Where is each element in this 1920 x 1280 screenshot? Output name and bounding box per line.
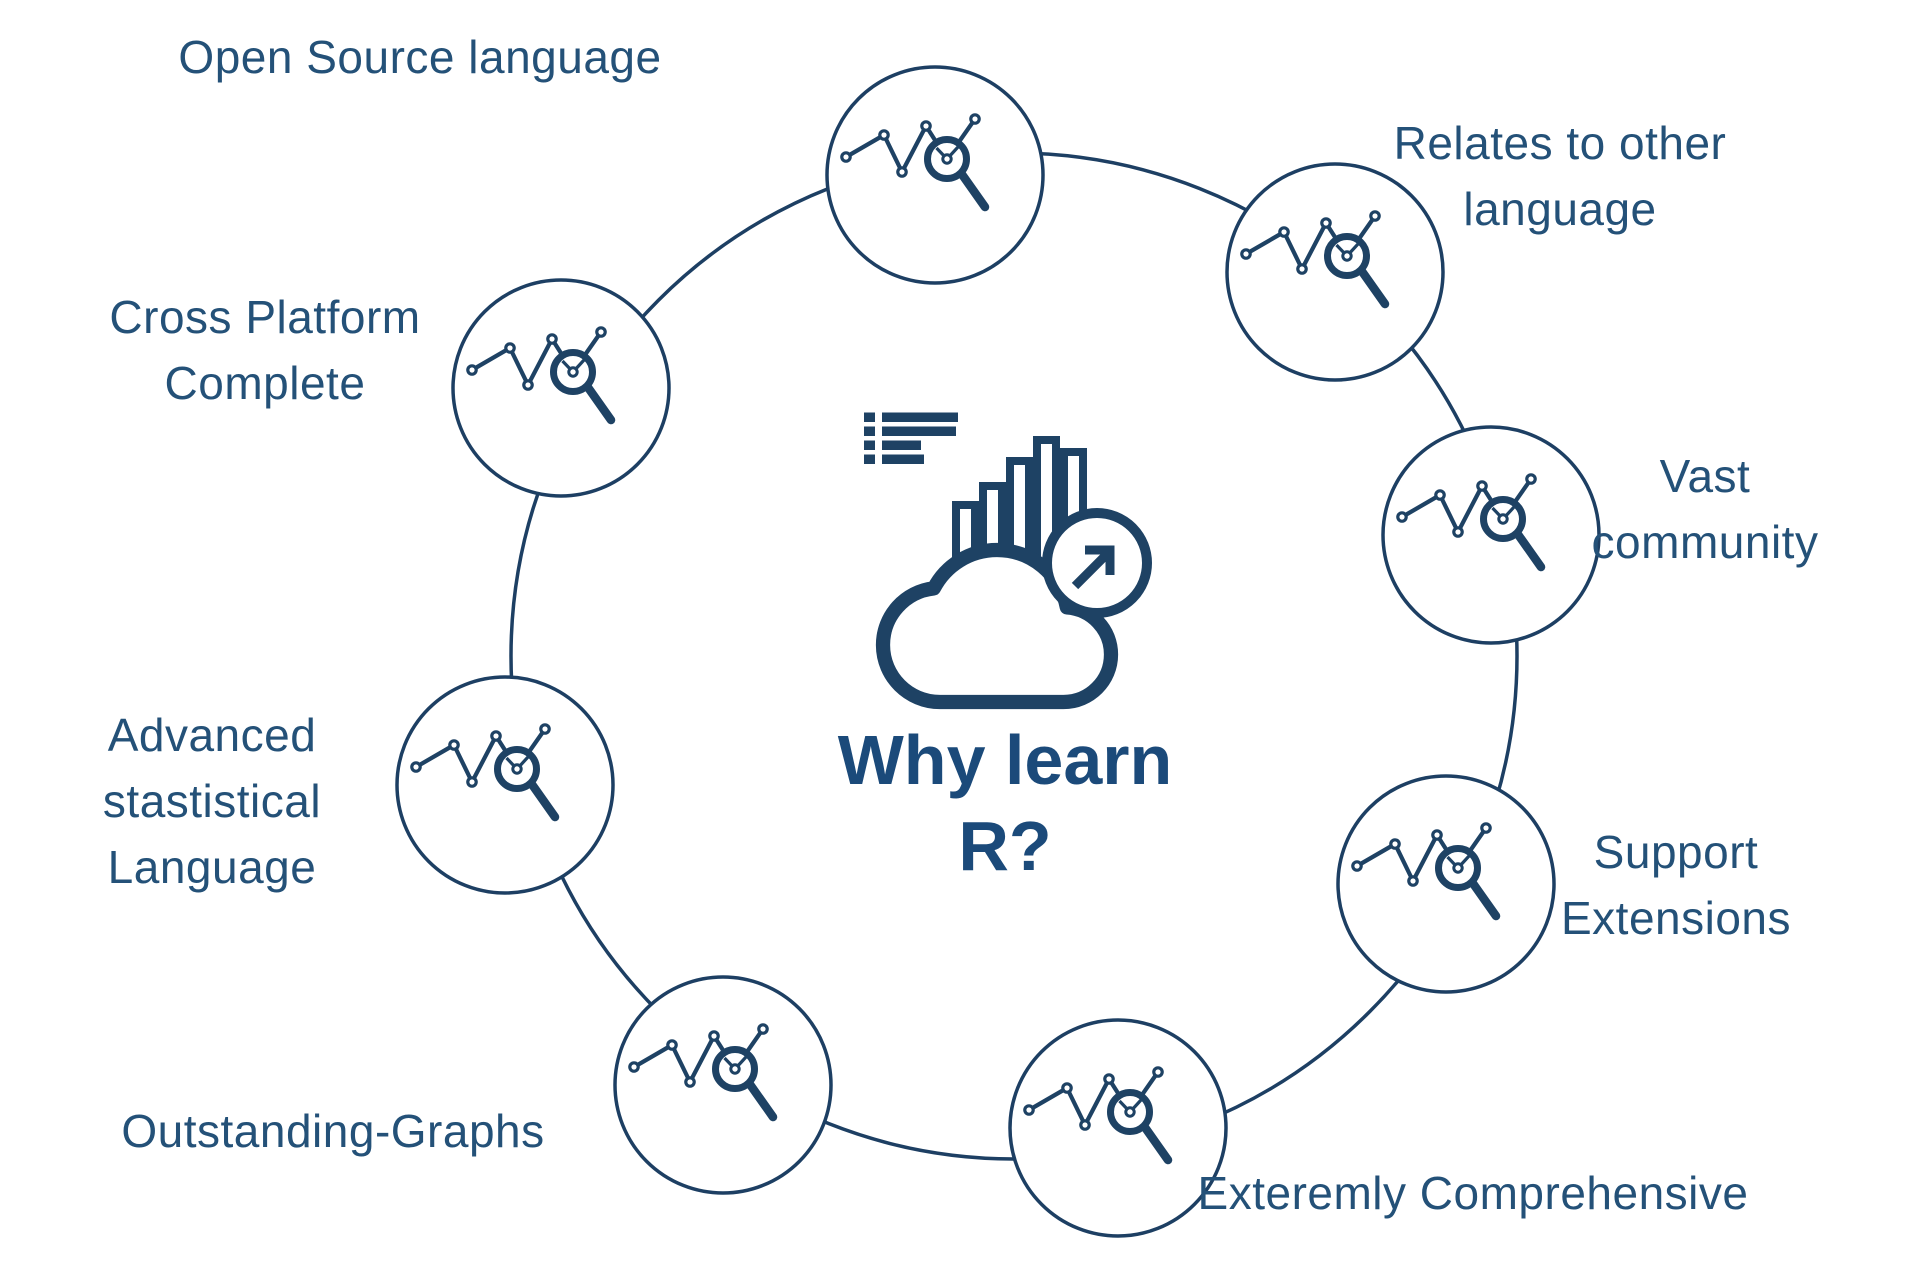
node-outstanding-graphs [613, 975, 833, 1195]
label-line: Support [1593, 826, 1759, 878]
label-line: Language [107, 841, 317, 893]
label-line: community [1591, 516, 1819, 568]
node-open-source-language [825, 65, 1045, 285]
node-support-extensions [1336, 774, 1556, 994]
node-vast-community [1381, 425, 1601, 645]
center-analytics-icon [864, 412, 1152, 710]
label-line: Cross Platform [109, 291, 421, 343]
node-relates-to-other-language [1225, 162, 1445, 382]
label-vast-community: Vast community [1592, 443, 1819, 575]
label-relates-to-other-language: Relates to other language [1394, 110, 1727, 242]
node-advanced-statistical [395, 675, 615, 895]
label-support-extensions: Support Extensions [1561, 819, 1791, 951]
label-outstanding-graphs: Outstanding-Graphs [121, 1098, 544, 1164]
label-line: Advanced [107, 709, 317, 761]
label-cross-platform-complete: Cross Platform Complete [109, 284, 420, 416]
node-extremely-comprehensive [1008, 1018, 1228, 1238]
node-cross-platform-complete [451, 278, 671, 498]
label-line: Vast [1659, 450, 1751, 502]
label-line: Relates to other [1393, 117, 1727, 169]
label-open-source-language: Open Source language [178, 24, 661, 90]
label-line: stastistical [102, 775, 322, 827]
trend-up-arrow-icon [1042, 508, 1152, 618]
label-line: language [1463, 183, 1657, 235]
label-line: Outstanding-Graphs [121, 1105, 545, 1157]
label-advanced-statistical: Advanced stastistical Language [103, 702, 321, 900]
label-line: Extensions [1560, 892, 1792, 944]
title-line: Why learn [837, 721, 1173, 799]
label-line: Exteremly Comprehensive [1197, 1167, 1749, 1219]
label-extremely-comprehensive: Exteremly Comprehensive [1198, 1160, 1749, 1226]
list-icon [864, 412, 958, 464]
center-title: Why learn R? [838, 717, 1173, 889]
label-line: Complete [164, 357, 366, 409]
label-line: Open Source language [178, 31, 662, 83]
title-line: R? [958, 807, 1052, 885]
